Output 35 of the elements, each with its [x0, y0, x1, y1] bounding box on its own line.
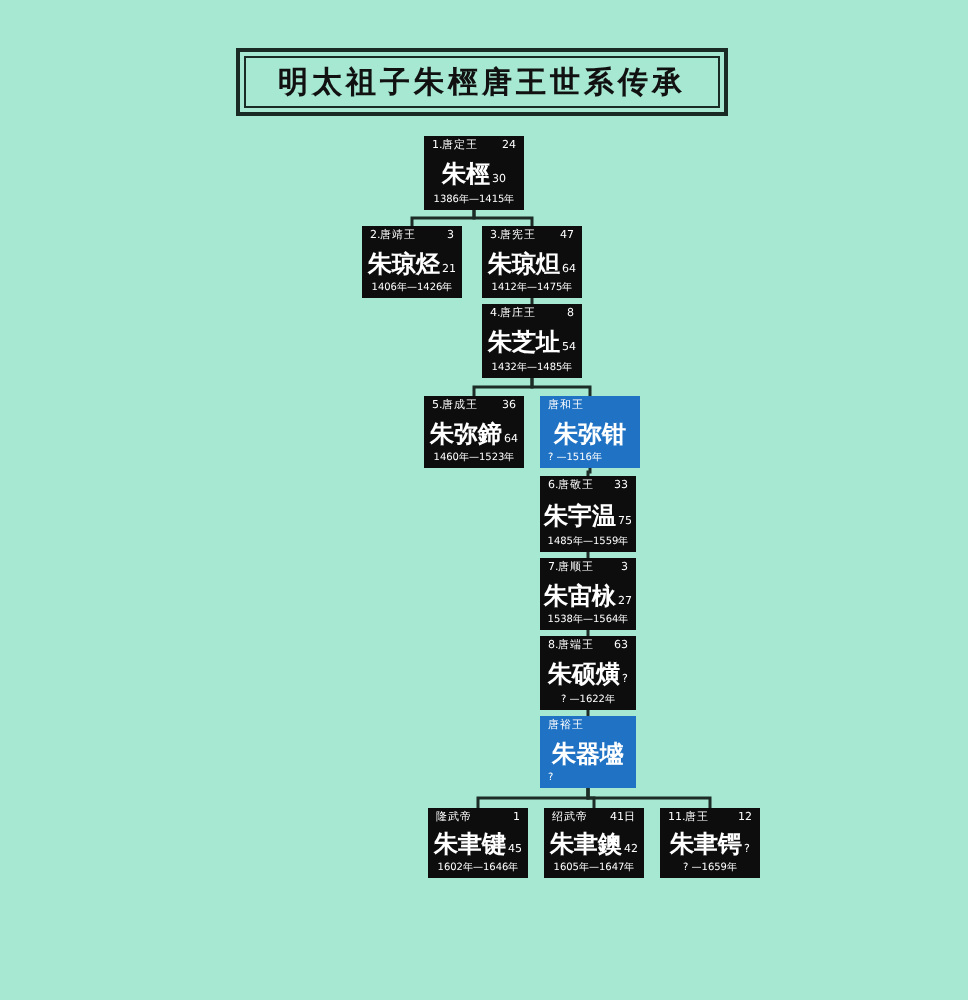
connector-line: [586, 468, 592, 476]
ruler-box: [482, 304, 582, 378]
connector-line: [586, 710, 590, 716]
ruler-box: [428, 808, 528, 878]
name-label: 朱琼炟: [488, 249, 560, 277]
ruler-box: [540, 558, 636, 630]
ruler-box: [540, 396, 640, 468]
ruler-box: [424, 396, 524, 468]
ruler-box: [482, 226, 582, 298]
connector-line: [530, 298, 534, 304]
connector-line: [530, 378, 592, 396]
name-label: 朱宇温: [544, 501, 616, 529]
name-label: 朱聿锷: [670, 830, 743, 858]
ruler-box: [540, 716, 636, 788]
ruler-box: [660, 808, 760, 878]
connector-line: [586, 630, 590, 636]
connector-line: [586, 552, 590, 558]
name-label: 朱器墭: [552, 739, 624, 767]
connector-line: [472, 210, 534, 226]
name-label: 朱琼烃: [368, 249, 440, 277]
name-label: 朱弥鍗: [430, 419, 502, 447]
ruler-box: [540, 476, 636, 552]
name-label: 朱宙栐: [544, 581, 616, 609]
ruler-box: [540, 636, 636, 710]
ruler-box: [362, 226, 462, 298]
name-label: 朱硕熿: [548, 660, 621, 688]
ruler-box: [424, 136, 524, 210]
name-label: 朱聿键: [434, 830, 506, 858]
name-label: 朱桱: [442, 160, 490, 188]
name-label: 朱芝址: [488, 328, 560, 356]
connector-line: [586, 788, 712, 808]
name-label: 朱弥钳: [554, 419, 626, 447]
title: 明太祖子朱桱唐王世系传承: [278, 63, 686, 101]
ruler-box: [544, 808, 644, 878]
name-label: 朱聿鐭: [550, 830, 622, 858]
